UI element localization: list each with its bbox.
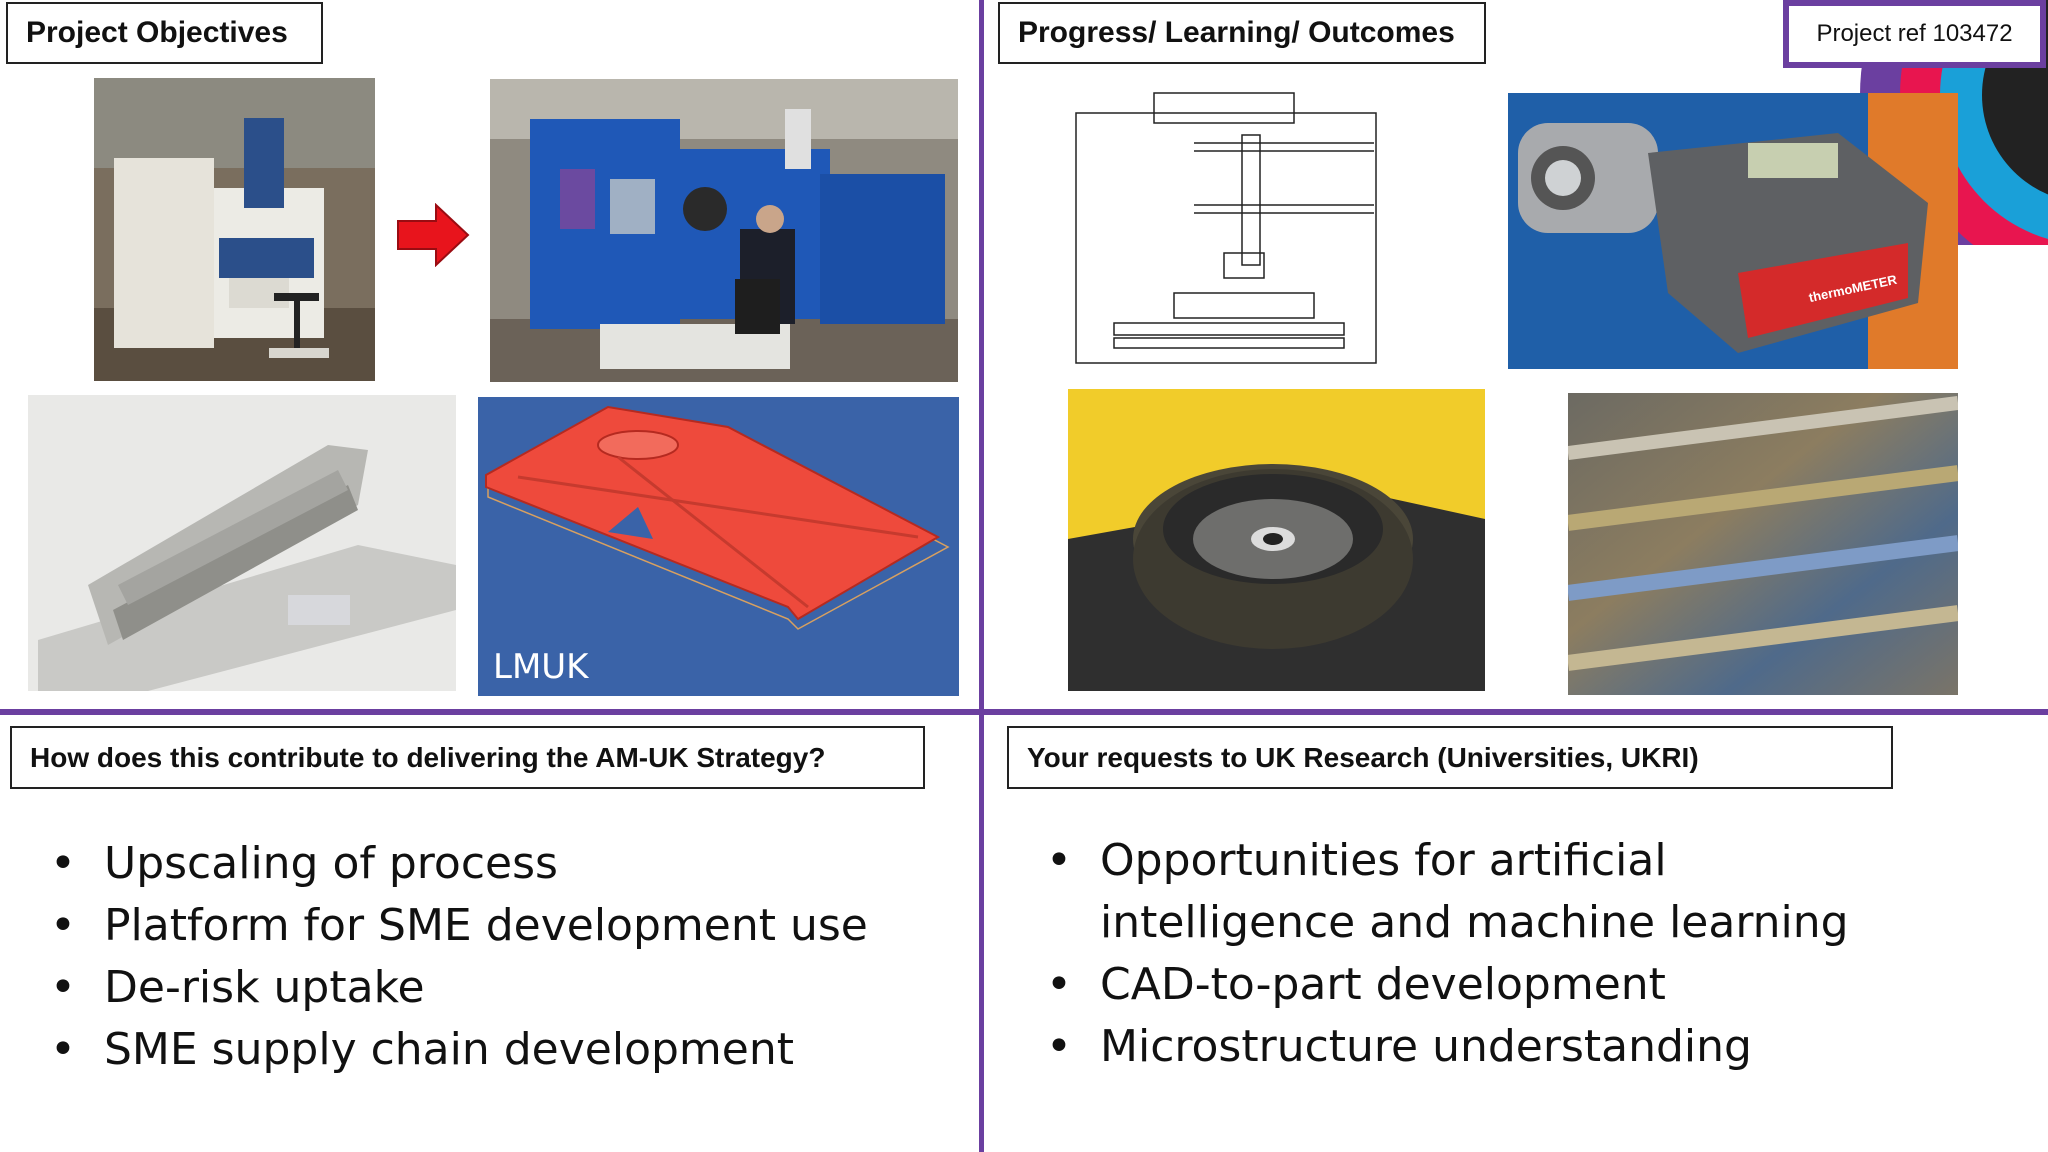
am-uk-strategy-label: How does this contribute to delivering t… bbox=[10, 726, 925, 789]
list-item: SME supply chain development bbox=[42, 1019, 942, 1081]
technical-drawing-image bbox=[1074, 83, 1378, 371]
uk-research-requests-list: Opportunities for artificial intelligenc… bbox=[1038, 830, 1858, 1078]
list-item: De-risk uptake bbox=[42, 957, 942, 1019]
progress-learning-outcomes-label: Progress/ Learning/ Outcomes bbox=[998, 2, 1486, 64]
uk-research-requests-label: Your requests to UK Research (Universiti… bbox=[1007, 726, 1893, 789]
project-objectives-label: Project Objectives bbox=[6, 2, 323, 64]
am-uk-strategy-list: Upscaling of process Platform for SME de… bbox=[42, 833, 942, 1081]
cad-render-image: LMUK bbox=[478, 397, 959, 696]
list-item: Platform for SME development use bbox=[42, 895, 942, 957]
right-arrow-icon bbox=[396, 202, 470, 268]
cad-render-caption: LMUK bbox=[493, 647, 589, 687]
old-machine-photo bbox=[94, 78, 375, 381]
list-item: Microstructure understanding bbox=[1038, 1016, 1858, 1078]
cylindrical-part-photo bbox=[1068, 389, 1485, 691]
aluminium-part-photo bbox=[28, 395, 456, 691]
thermometer-sensor-photo: thermoMETER bbox=[1508, 93, 1958, 369]
new-machine-photo bbox=[490, 79, 958, 382]
list-item: CAD-to-part development bbox=[1038, 954, 1858, 1016]
list-item: Upscaling of process bbox=[42, 833, 942, 895]
list-item: Opportunities for artificial intelligenc… bbox=[1038, 830, 1858, 954]
weld-bead-photo bbox=[1568, 393, 1958, 695]
horizontal-divider bbox=[0, 709, 2048, 715]
project-ref-box: Project ref 103472 bbox=[1783, 0, 2046, 68]
vertical-divider bbox=[979, 0, 984, 1152]
